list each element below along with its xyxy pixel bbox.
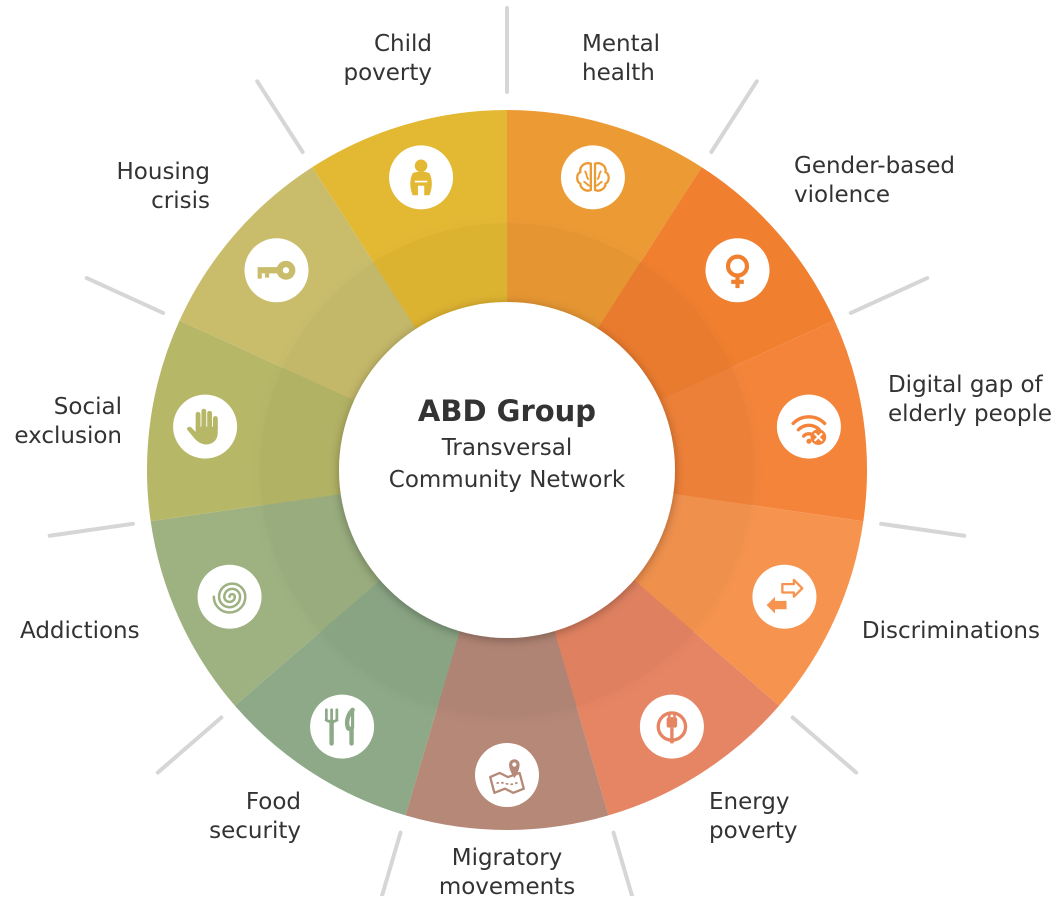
center-label: ABD Group Transversal Community Network bbox=[357, 390, 657, 496]
map-pin-icon bbox=[475, 743, 539, 807]
female-symbol-icon bbox=[705, 238, 770, 303]
brain-icon bbox=[560, 145, 625, 210]
label-mental-health: Mental health bbox=[582, 31, 661, 86]
divider-tick bbox=[47, 521, 135, 538]
divider-tick bbox=[255, 79, 305, 155]
label-digital-gap: Digital gap of elderly people bbox=[887, 372, 1052, 427]
divider-tick bbox=[379, 830, 403, 896]
divider-tick bbox=[611, 830, 635, 896]
arrows-icon bbox=[752, 564, 817, 629]
key-icon bbox=[244, 238, 309, 303]
center-disc bbox=[339, 302, 675, 638]
wifi-off-icon bbox=[776, 394, 841, 459]
label-social-exclusion: Social exclusion bbox=[14, 394, 122, 449]
spiral-icon bbox=[197, 564, 262, 629]
sitting-child-icon bbox=[389, 145, 454, 210]
label-housing-crisis: Housing crisis bbox=[116, 159, 211, 214]
label-addictions: Addictions bbox=[20, 618, 140, 644]
hand-icon bbox=[173, 394, 238, 459]
label-discriminations: Discriminations bbox=[861, 618, 1040, 644]
divider-tick bbox=[790, 715, 859, 775]
divider-tick bbox=[84, 276, 166, 315]
label-migratory-movements: Migratory movements bbox=[438, 845, 576, 900]
label-energy-poverty: Energy poverty bbox=[709, 789, 798, 844]
center-title: ABD Group bbox=[417, 394, 597, 428]
fork-knife-icon bbox=[310, 694, 375, 759]
divider-tick bbox=[155, 715, 224, 775]
divider-tick bbox=[879, 521, 967, 538]
label-gender-based-violence: Gender-based violence bbox=[794, 153, 956, 208]
divider-tick bbox=[848, 276, 930, 315]
center-subtitle-line-2: Community Network bbox=[388, 467, 626, 493]
label-food-security: Food security bbox=[209, 789, 301, 844]
center-subtitle-line-1: Transversal bbox=[441, 435, 573, 461]
label-child-poverty: Child poverty bbox=[343, 31, 432, 86]
divider-tick bbox=[709, 79, 759, 155]
power-plug-icon bbox=[639, 694, 704, 759]
